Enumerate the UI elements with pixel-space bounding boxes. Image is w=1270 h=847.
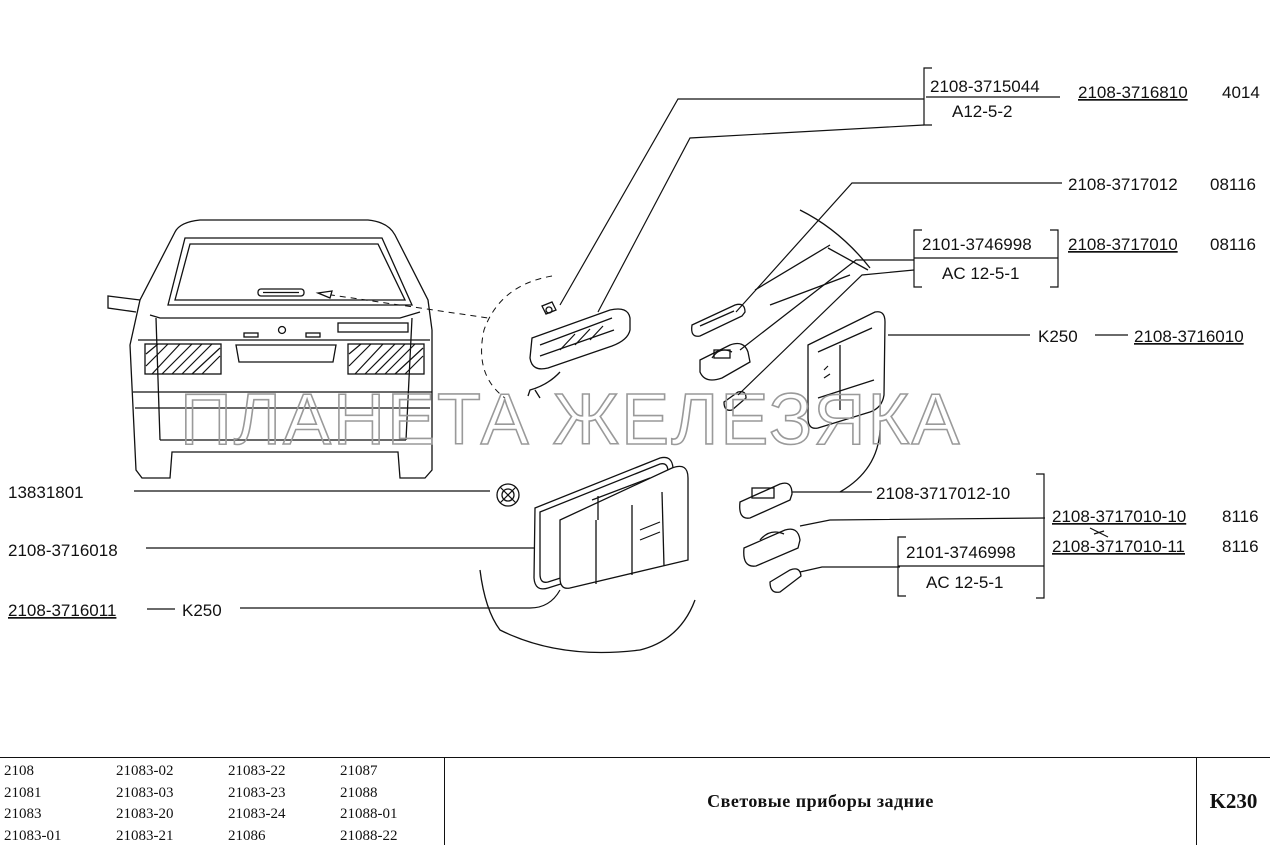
label-plate-lamp-11: 2108-3717010-11	[1052, 537, 1185, 556]
model-item: 21081	[4, 783, 62, 805]
plate-bulb-2-part	[770, 569, 801, 592]
model-item: 21088-01	[340, 804, 398, 826]
label-plate-lamp-10: 2108-3717010-10	[1052, 507, 1186, 526]
title-cell: Световые приборы задние	[445, 758, 1197, 845]
label-plate-lamp-11-qty: 8116	[1222, 537, 1259, 556]
label-lens-2: 2108-3717012-10	[876, 484, 1010, 503]
label-plate-lamp-qty: 08116	[1210, 235, 1256, 254]
car-tail-lamp-right	[348, 344, 424, 374]
model-column-3: 21083-22 21083-23 21083-24 21086	[228, 761, 286, 847]
label-bulb-2: 2101-3746998	[906, 543, 1016, 562]
label-bulb-2-lamp: AC 12-5-1	[926, 573, 1003, 592]
model-item: 21083-23	[228, 783, 286, 805]
label-high-stop-lamp-qty: 4014	[1222, 83, 1260, 102]
diagram-code: K230	[1197, 789, 1270, 814]
label-grommet: 13831801	[8, 483, 84, 502]
label-bulb-top-lamp: A12-5-2	[952, 102, 1012, 121]
model-item: 21083	[4, 804, 62, 826]
label-plate-bulb: 2101-3746998	[922, 235, 1032, 254]
model-list: 2108 21081 21083 21083-01 21083-02 21083…	[0, 758, 445, 845]
diagram-title: Световые приборы задние	[445, 791, 1196, 812]
plate-lamp-part	[700, 344, 750, 380]
label-k250-right: K250	[1038, 327, 1078, 346]
plate-lamp-lens-part	[692, 304, 745, 336]
plate-lamp-10-part	[744, 529, 800, 566]
model-item: 21083-02	[116, 761, 174, 783]
label-rear-lamp-left: 2108-3716011	[8, 601, 116, 620]
model-column-1: 2108 21081 21083 21083-01	[4, 761, 62, 847]
label-bulb-top: 2108-3715044	[930, 77, 1040, 96]
model-item: 21088	[340, 783, 398, 805]
label-plate-lamp: 2108-3717010	[1068, 235, 1178, 254]
plate-lamp-lens-2-part	[740, 483, 792, 518]
model-item: 21087	[340, 761, 398, 783]
grommet-part	[497, 484, 519, 506]
model-item: 21083-03	[116, 783, 174, 805]
label-plate-lamp-lens-qty: 08116	[1210, 175, 1256, 194]
model-item: 21083-20	[116, 804, 174, 826]
model-item: 21083-22	[228, 761, 286, 783]
model-item: 2108	[4, 761, 62, 783]
model-column-2: 21083-02 21083-03 21083-20 21083-21	[116, 761, 174, 847]
label-rear-lamp-right: 2108-3716010	[1134, 327, 1244, 346]
watermark: ПЛАНЕТА ЖЕЛЕЗЯКА	[180, 380, 962, 460]
rear-lamp-left-part	[534, 457, 688, 588]
model-item: 21083-24	[228, 804, 286, 826]
bracket-right-lower	[1036, 474, 1044, 598]
code-cell: K230	[1197, 758, 1270, 845]
label-plate-lamp-lens: 2108-3717012	[1068, 175, 1178, 194]
model-column-4: 21087 21088 21088-01 21088-22	[340, 761, 398, 847]
label-high-stop-lamp: 2108-3716810	[1078, 83, 1188, 102]
title-block: 2108 21081 21083 21083-01 21083-02 21083…	[0, 757, 1270, 844]
label-plate-lamp-10-qty: 8116	[1222, 507, 1259, 526]
label-gasket: 2108-3716018	[8, 541, 118, 560]
label-plate-bulb-lamp: AC 12-5-1	[942, 264, 1019, 283]
label-k250-left: K250	[182, 601, 222, 620]
